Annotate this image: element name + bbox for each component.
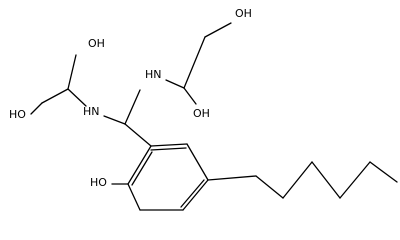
bond	[207, 175, 257, 181]
bond	[131, 151, 153, 186]
bond	[150, 143, 188, 147]
bond	[150, 147, 187, 151]
molecule-drawing: OH HO HN HN OH OH HO	[9, 7, 398, 211]
bond	[183, 36, 206, 89]
atom-label-ho-left: HO	[9, 108, 26, 121]
atom-label-ho-phenol: HO	[90, 176, 107, 189]
bond	[311, 161, 341, 199]
bond	[204, 22, 232, 38]
atom-label-oh-right: OH	[193, 107, 210, 120]
bond	[165, 79, 185, 89]
bond	[67, 54, 77, 90]
atom-label-hn-left: HN	[83, 105, 100, 118]
bond	[182, 179, 209, 211]
bond	[103, 115, 126, 125]
atom-label-oh-top-right: OH	[235, 7, 252, 20]
bond	[127, 145, 152, 185]
bond-lines	[30, 22, 398, 211]
bond	[124, 123, 152, 147]
bond	[369, 161, 398, 183]
bond	[180, 179, 205, 208]
bond	[183, 87, 197, 105]
bond	[282, 161, 313, 199]
bond	[67, 88, 87, 107]
bond	[41, 88, 69, 104]
bond	[255, 175, 284, 199]
structure-diagram: OH HO HN HN OH OH HO	[9, 7, 398, 211]
bond	[127, 183, 141, 211]
atom-labels: OH HO HN HN OH OH HO	[9, 7, 252, 189]
bond	[124, 89, 141, 125]
bond	[186, 143, 209, 181]
atom-label-hn-right: HN	[145, 68, 162, 81]
bond	[339, 161, 371, 199]
atom-label-oh-top-left: OH	[88, 37, 105, 50]
bond	[30, 102, 43, 115]
